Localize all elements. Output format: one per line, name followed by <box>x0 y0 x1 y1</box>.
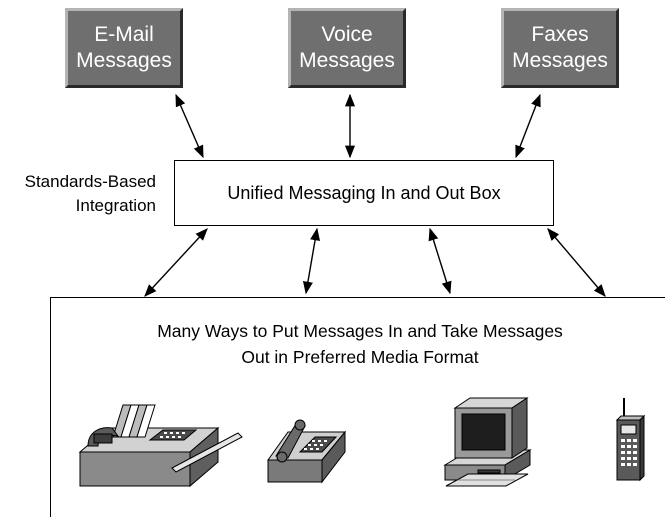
voice-box-line-1: Voice <box>321 23 373 46</box>
voice-messages-box: Voice Messages <box>288 8 406 88</box>
arrow-hub-fax-machine <box>144 228 208 297</box>
devices-panel <box>50 297 665 517</box>
fax-machine-icon <box>78 404 243 488</box>
arrow-hub-mobile-phone <box>547 228 606 297</box>
faxes-messages-box: Faxes Messages <box>501 8 619 88</box>
telephone-icon <box>267 419 347 484</box>
email-messages-box: E-Mail Messages <box>65 8 183 88</box>
side-label-line-1: Standards-Based <box>24 172 156 191</box>
panel-caption-line-2: Out in Preferred Media Format <box>241 347 479 367</box>
device-icons-layer <box>78 397 646 488</box>
panel-caption-line-1: Many Ways to Put Messages In and Take Me… <box>157 321 563 341</box>
voice-box-line-2: Messages <box>299 49 395 72</box>
computer-icon <box>443 397 532 487</box>
unified-messaging-box: Unified Messaging In and Out Box <box>174 160 554 226</box>
standards-based-integration-label: Standards-Based Integration <box>6 170 156 218</box>
unified-messaging-label: Unified Messaging In and Out Box <box>227 182 501 203</box>
arrow-faxes-hub <box>515 93 541 159</box>
connector-layer <box>144 93 606 297</box>
panel-caption: Many Ways to Put Messages In and Take Me… <box>90 318 630 370</box>
arrow-hub-computer <box>428 227 452 295</box>
side-label-line-2: Integration <box>75 196 156 215</box>
mobile-phone-icon <box>615 398 646 482</box>
faxes-box-line-1: Faxes <box>531 23 589 46</box>
email-box-line-2: Messages <box>76 49 172 72</box>
faxes-box-line-2: Messages <box>512 49 608 72</box>
arrow-hub-telephone <box>302 227 321 295</box>
email-box-line-1: E-Mail <box>94 23 154 46</box>
arrow-email-hub <box>175 93 204 159</box>
